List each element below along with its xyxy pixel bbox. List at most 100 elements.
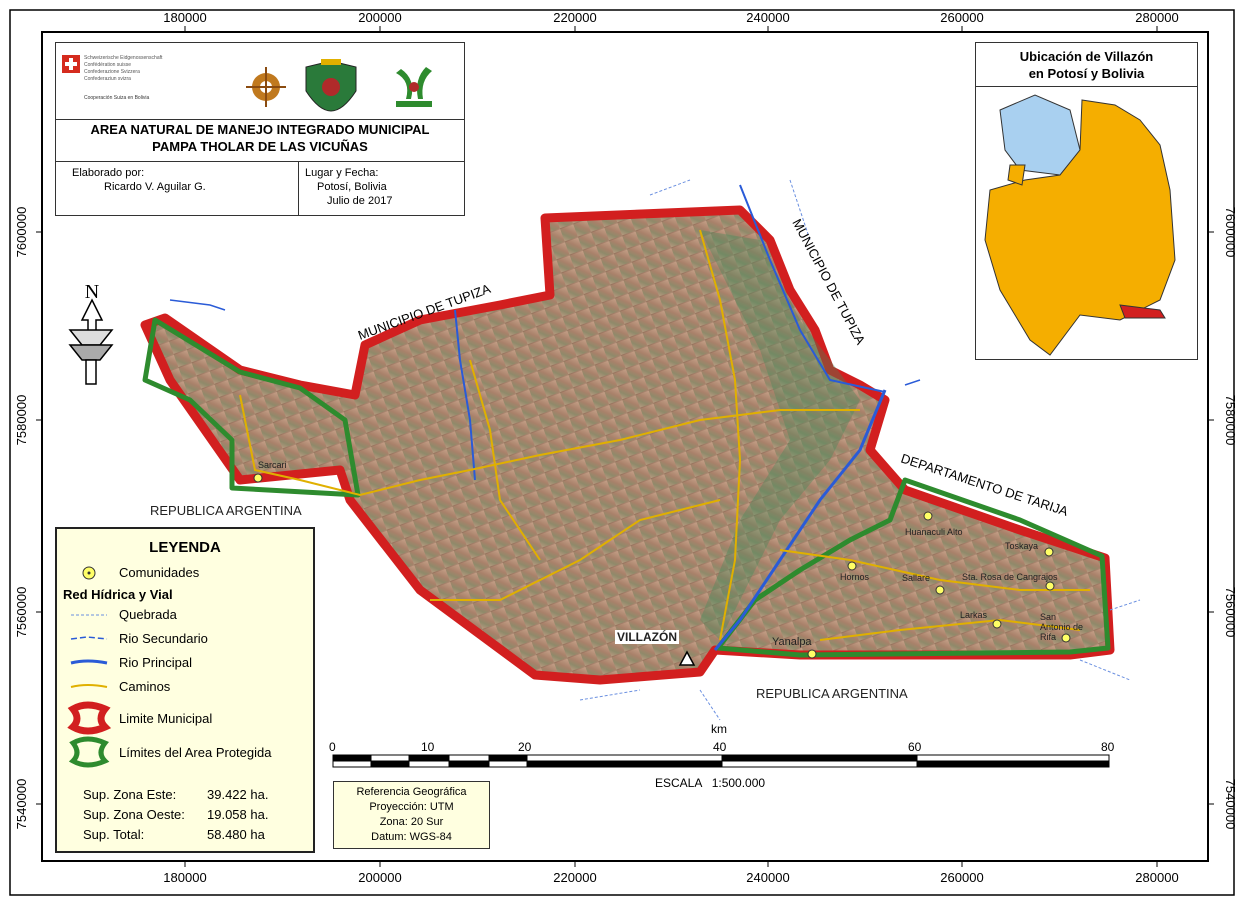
swiss-logo-text: Schweizerische Eidgenossenschaft Confédé… (84, 55, 162, 83)
x-label-top-1: 180000 (163, 10, 206, 25)
legend-municipal-icon (67, 701, 112, 735)
title-line-2: PAMPA THOLAR DE LAS VICUÑAS (152, 139, 368, 154)
municipality-area (140, 205, 1115, 685)
outer-frame (9, 9, 1235, 896)
label-sarcari: Sarcari (258, 460, 287, 470)
ref-line-1: Referencia Geográfica (356, 786, 467, 798)
protected-area-east (715, 477, 1111, 658)
logo-strip: Schweizerische Eidgenossenschaft Confédé… (56, 43, 464, 120)
ref-line-2: Proyección: UTM (369, 801, 454, 813)
prometa-logo-icon (396, 67, 432, 107)
y-label-right-3: 7560000 (1223, 587, 1238, 638)
credits: Elaborado por: Ricardo V. Aguilar G. Lug… (56, 161, 464, 216)
grid-ticks (36, 26, 1214, 867)
x-label-top-5: 260000 (940, 10, 983, 25)
place-value: Potosí, Bolivia (317, 181, 387, 193)
inset-title: Ubicación de Villazón en Potosí y Bolivi… (976, 43, 1197, 87)
sup-total-value: 58.480 ha (207, 827, 265, 842)
scale-tick-60: 60 (908, 740, 922, 754)
author-cell: Elaborado por: Ricardo V. Aguilar G. (56, 162, 299, 216)
label-san-antonio: San Antonio de Rifa (1040, 612, 1084, 642)
inset-title-line-1: Ubicación de Villazón (1019, 49, 1154, 64)
title-line-1: AREA NATURAL DE MANEJO INTEGRADO MUNICIP… (90, 122, 430, 137)
villazon-town-icon (678, 650, 696, 666)
swiss-flag-icon (62, 55, 80, 73)
x-label-bottom-6: 280000 (1135, 870, 1178, 885)
place-cell: Lugar y Fecha: Potosí, Bolivia Julio de … (299, 162, 464, 216)
title-box: Schweizerische Eidgenossenschaft Confédé… (55, 42, 465, 216)
legend-rio-secundario: Rio Secundario (119, 631, 208, 646)
legend-quebrada: Quebrada (119, 607, 177, 622)
y-label-right-2: 7580000 (1223, 395, 1238, 446)
scale-tick-10: 10 (421, 740, 435, 754)
legend-rio-principal: Rio Principal (119, 655, 192, 670)
y-label-right-1: 7600000 (1223, 207, 1238, 258)
logo-line-3: Confederazione Svizzera (84, 69, 140, 75)
legend-title: LEYENDA (149, 539, 221, 556)
label-larkas: Larkas (960, 610, 988, 620)
legend-caminos: Caminos (119, 679, 171, 694)
geo-reference-box: Referencia Geográfica Proyección: UTM Zo… (333, 781, 490, 849)
inset-map (984, 94, 1176, 356)
y-label-left-3: 7560000 (14, 587, 29, 638)
ref-line-4: Datum: WGS-84 (371, 831, 452, 843)
x-label-bottom-1: 180000 (163, 870, 206, 885)
label-toskaya: Toskaya (1005, 541, 1039, 551)
map-title: AREA NATURAL DE MANEJO INTEGRADO MUNICIP… (56, 121, 464, 155)
sup-este-label: Sup. Zona Este: (83, 787, 177, 802)
legend-symbols (67, 566, 112, 768)
scale-text: ESCALA 1:500.000 (655, 776, 766, 790)
roads (239, 229, 1090, 641)
coop-text: Cooperación Suiza en Bolivia (84, 95, 150, 101)
logo-line-2: Confédération suisse (84, 62, 131, 68)
shield-logo-icon (305, 59, 357, 112)
logo-line-4: Confederaziun svizra (84, 76, 131, 82)
partner-logos (246, 59, 432, 112)
x-label-bottom-5: 260000 (940, 870, 983, 885)
y-label-left-2: 7580000 (14, 395, 29, 446)
label-villazon: VILLAZÓN (615, 630, 679, 644)
legend-main-river-icon (70, 659, 108, 665)
sup-oeste-value: 19.058 ha. (207, 807, 269, 822)
scale-tick-40: 40 (713, 740, 727, 754)
legend-limite-municipal: Limite Municipal (119, 711, 213, 726)
x-label-bottom-2: 200000 (358, 870, 401, 885)
legend-limite-area: Límites del Area Protegida (119, 745, 272, 760)
inset-title-line-2: en Potosí y Bolivia (1028, 66, 1145, 81)
label-huanaculi: Huanaculi Alto (905, 527, 963, 537)
protected-area-west (142, 317, 361, 498)
scale-tick-80: 80 (1101, 740, 1115, 754)
legend-red: Red Hídrica y Vial (63, 587, 173, 602)
y-label-left-4: 7540000 (14, 779, 29, 830)
sup-total-label: Sup. Total: (83, 827, 145, 842)
legend-road-icon (70, 684, 108, 688)
communities (253, 473, 1071, 659)
author-name: Ricardo V. Aguilar G. (104, 181, 206, 193)
x-label-top-2: 200000 (358, 10, 401, 25)
legend-protected-icon (68, 736, 110, 768)
label-sallare: Sallare (902, 573, 931, 583)
logo-line-1: Schweizerische Eidgenossenschaft (84, 55, 163, 61)
rivers (169, 184, 921, 651)
y-label-left-1: 7600000 (14, 207, 29, 258)
sup-oeste-label: Sup. Zona Oeste: (83, 807, 185, 822)
north-label: N (85, 281, 99, 303)
scale-tick-20: 20 (518, 740, 532, 754)
label-yanalpa: Yanalpa (772, 636, 812, 648)
x-label-bottom-3: 220000 (553, 870, 596, 885)
x-label-top-4: 240000 (746, 10, 789, 25)
x-label-bottom-4: 240000 (746, 870, 789, 885)
scale-bar (332, 754, 1110, 768)
x-label-top-3: 220000 (553, 10, 596, 25)
north-arrow-icon (68, 298, 114, 385)
place-label: Lugar y Fecha: (305, 167, 379, 179)
ref-line-3: Zona: 20 Sur (379, 816, 444, 828)
inset-box: Ubicación de Villazón en Potosí y Bolivi… (975, 42, 1198, 360)
scale-unit: km (711, 722, 727, 736)
streams (579, 179, 1141, 721)
sup-este-value: 39.422 ha. (207, 787, 269, 802)
author-label: Elaborado por: (72, 167, 145, 179)
legend-comunidades: Comunidades (119, 565, 200, 580)
label-sta-rosa: Sta. Rosa de Cangrajos (962, 572, 1058, 582)
legend-secondary-river-icon (70, 636, 108, 640)
